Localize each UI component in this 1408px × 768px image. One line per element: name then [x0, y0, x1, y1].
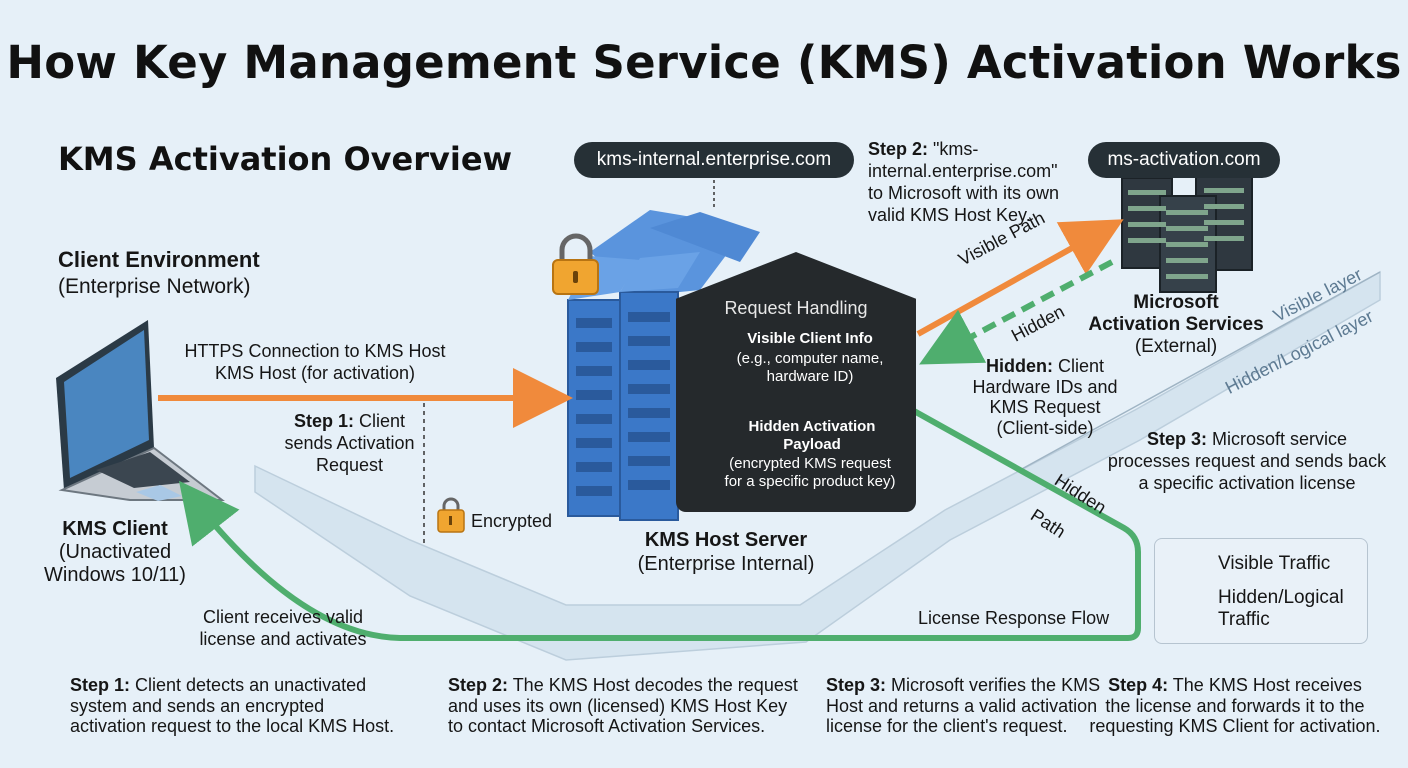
bottom-step-1: Step 1: Client detects an unactivated sy… — [70, 675, 395, 736]
visible-client-info-desc: (e.g., computer name,hardware ID) — [736, 350, 884, 385]
license-flow-label: License Response Flow — [918, 608, 1110, 628]
microsoft-activation-label: Microsoft Activation Services (External) — [1088, 292, 1264, 357]
legend-visible-label: Visible Traffic — [1218, 553, 1331, 574]
page-title: How Key Management Service (KMS) Activat… — [6, 36, 1402, 89]
client-environment-label: Client Environment (Enterprise Network) — [58, 247, 260, 298]
ms-domain-pill: ms-activation.com — [1088, 142, 1280, 178]
cloud-server-icon — [1121, 175, 1253, 293]
kms-host-label: KMS Host Server (Enterprise Internal) — [637, 529, 815, 575]
bottom-step-4: Step 4: The KMS Host receives the licens… — [1089, 675, 1381, 736]
kms-domain-pill: kms-internal.enterprise.com — [574, 142, 854, 178]
visible-client-info-title: Visible Client Info — [747, 330, 873, 347]
bottom-step-2: Step 2: The KMS Host decodes the request… — [448, 675, 798, 736]
legend-box — [1154, 538, 1368, 644]
step3-right-label: Step 3: Microsoft service processes requ… — [1107, 429, 1387, 493]
panel-heading: Request Handling — [724, 298, 868, 318]
encrypted-lock-icon — [437, 497, 465, 533]
kms-client-label: KMS Client (Unactivated Windows 10/11) — [44, 518, 186, 586]
step2-top-label: Step 2: "kms- internal.enterprise.com" t… — [868, 139, 1060, 225]
hidden-traffic-arrow-microsoft — [919, 259, 1114, 365]
padlock-icon — [552, 233, 599, 295]
encrypted-label: Encrypted — [471, 511, 553, 531]
license-return-path — [178, 389, 1141, 641]
layer-divider-line — [1019, 271, 1381, 471]
bottom-step-3: Step 3: Microsoft verifies the KMS Host … — [826, 675, 1101, 736]
laptop-icon — [56, 320, 225, 501]
request-handling-panel — [676, 252, 916, 512]
layer-surface — [254, 270, 1381, 661]
overview-heading: KMS Activation Overview — [58, 140, 513, 178]
step1-mid-label: Step 1: Client sends Activation Request — [284, 411, 415, 475]
server-rack-icon — [567, 210, 760, 521]
hidden-note: Hidden: Client Hardware IDs and KMS Requ… — [972, 356, 1118, 438]
